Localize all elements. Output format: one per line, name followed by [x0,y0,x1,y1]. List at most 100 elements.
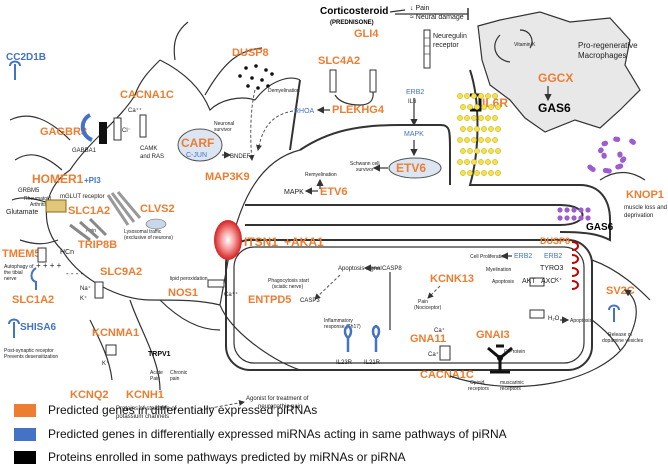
camk-label-2: and RAS [140,154,164,160]
il6-dot [474,148,480,154]
gas6-dot [601,141,607,147]
gene-gna11: GNA11 [410,333,446,345]
red-receptors [571,241,579,290]
protein-pi3: +PI3 [84,176,101,185]
il6-dot [460,148,466,154]
gene-entpd5: ENTPD5 [248,294,291,306]
il6-dots [457,93,501,176]
gene-gagbr3: GAGBR3 [40,126,87,138]
schwann-cell-outline [289,69,611,242]
nos1-channel [207,279,225,288]
effect-neural-damage: ≈ Neural damage [410,14,464,21]
il6-dot [457,137,463,143]
macrophage-label-line1: Pro-regenerative [578,41,638,50]
autophagy-label-3: nerve [4,276,17,282]
ca-mid-label: Ca⁺⁺ [224,291,238,298]
sv2c-label-1: Release of [608,332,633,338]
gas6-dot [557,215,563,221]
il6-dot [467,104,473,110]
ca-top-label: Ca⁺⁺ [128,107,142,114]
gene-plekhg4: PLEKHG4 [332,104,385,116]
demyelination-label: Demyelination [268,88,300,94]
legend-text-mirna: Predicted genes in differentially expres… [48,427,507,441]
shisa6-receptor-icon [8,318,20,338]
corticosteroid-label: Corticosteroid [320,6,388,17]
il6-dot [495,126,501,132]
gas6-dot [557,207,563,213]
il6-dot [464,115,470,121]
vitamin-k-label: Vitamin K [514,42,536,48]
h2o-label: H₂O [548,316,560,322]
gene-cacna1c-top: CACNA1C [120,89,174,101]
gene-knop1: KNOP1 [626,189,664,201]
cl-label: Cl⁻ [122,128,131,134]
to-agonist-arrow [199,399,245,411]
etv6-nucleus [388,157,442,179]
il6-dot [495,170,501,176]
sv2c-receptor-icon [608,304,620,322]
schwann-survivor-1: Schwann cell [350,161,379,167]
gene-trip8b: TRIP8B [78,239,117,251]
il6-dot [464,159,470,165]
demyelination-dot [264,68,268,72]
gas6-dot [590,166,596,173]
gas6-dot [606,168,612,174]
ca-channel-top [139,114,147,138]
il6-dot [495,104,501,110]
apoptosis-signal-label: Apoptosis signal [338,266,382,272]
lysosomal-label-2: (exclusive of neurons) [124,235,173,241]
ca-channel-bottom [439,345,451,361]
macrophage-label-line2: Macrophages [578,51,626,60]
sv2c-label-2: dopamine vesicles [602,338,644,344]
gas6-dot [617,163,624,169]
autophagy-label-1: Autophagy of [4,264,34,270]
agonist-label-1: Agonist for treatment of [246,396,309,402]
mapk-mid-label: MAPK [284,189,304,196]
pain-nociceptor-1: Pain [418,299,428,305]
demyelination-dot [246,84,250,88]
il6-label: IL6 [408,99,417,105]
tmem59-receptor-icon [30,267,37,290]
protein-akt: AKT [522,278,536,285]
gene-gli4: GLI4 [354,28,379,40]
camk-label-1: CAMK [140,146,157,152]
il6-dot [464,137,470,143]
il6-dot [471,93,477,99]
il6-dot [478,137,484,143]
h2o-channel [529,309,545,319]
dendrite-branches [9,21,263,391]
il6-dot [492,137,498,143]
il6-dot [488,104,494,110]
gas6-dot [564,215,570,221]
legend-swatch-black [14,451,36,464]
demyelination-dot [260,78,264,82]
il6-dot [471,115,477,121]
il6-dot [457,93,463,99]
remyelination-label: Remyelination [305,172,337,178]
il6-dot [457,115,463,121]
legend-item-pirna: Predicted genes in differentially expres… [14,402,434,420]
phagocytosis-label-1: Phagocytosis start [268,278,309,284]
legend-text-pirna: Predicted genes in differentially expres… [48,403,318,417]
il6-dot [485,93,491,99]
hcn-channel [37,247,47,263]
cc2d1b-receptor-icon [9,60,21,80]
il6-dot [488,170,494,176]
il6-dot [488,126,494,132]
mglut-receptor [45,199,67,213]
grbm5-label: GRBM5 [18,188,40,194]
long-curved-arrow [449,289,637,388]
gas6-dot [601,153,607,159]
gene-map3k9: MAP3K9 [205,171,250,183]
il6-dot [467,170,473,176]
gabba1-label: GABBA1 [72,148,97,154]
protein-trpv1: TRPV1 [148,351,171,358]
bndef-label: BNDEF [230,154,251,160]
gene-cc2d1b: CC2D1B [6,52,46,63]
pain-nociceptor-2: (Nociceptor) [414,305,442,311]
gene-kcnq2: KCNQ2 [70,389,109,401]
gas6-dot [571,207,577,213]
gabba-receptor-black [99,122,107,144]
protein-mapk: MAPK [404,131,424,138]
